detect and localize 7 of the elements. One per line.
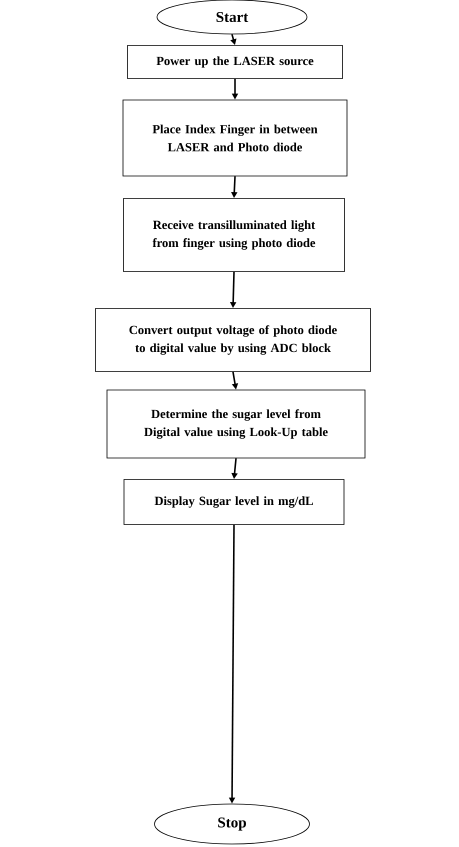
process-box: Receive transilluminated light from finger using photo diode (123, 198, 345, 272)
process-box: Determine the sugar level from Digital value using Look-Up table (106, 390, 366, 458)
process-box: Power up the LASER source (127, 45, 343, 79)
process-box: Place Index Finger in between LASER and Photo diode (122, 100, 348, 176)
process-box: Display Sugar level in mg/dL (124, 479, 344, 525)
process-box: Convert output voltage of photo diode to digital value by using ADC block (95, 308, 371, 372)
terminal-oval: Stop (154, 804, 310, 844)
